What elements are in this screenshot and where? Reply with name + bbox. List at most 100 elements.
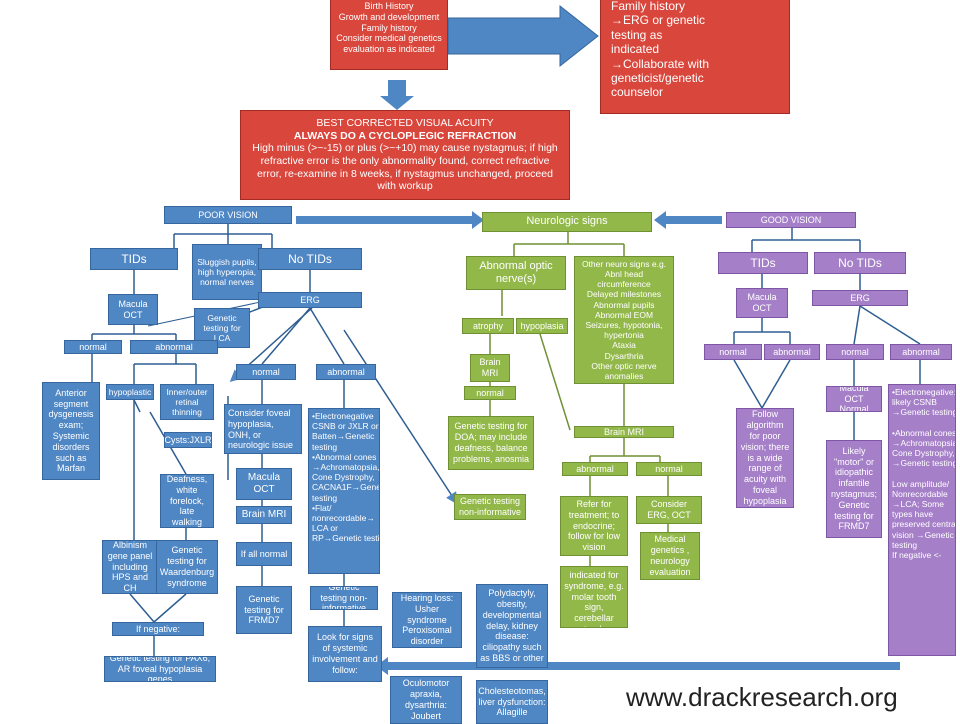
good-erg-normal-label: normal: [841, 346, 869, 357]
inner-outer-text: Inner/outer retinal thinning: [166, 386, 208, 418]
good-no-tids-box: No TIDs: [814, 252, 906, 274]
electronegative-box: •Electronegative CSNB or JXLR or Batten→…: [308, 408, 380, 574]
good-erg-label: ERG: [850, 292, 870, 303]
good-tids-label: TIDs: [750, 255, 776, 270]
cholesteotomas-box: Cholesteotomas, liver dysfunction: Allag…: [476, 680, 548, 724]
sluggish-pupils-box: Sluggish pupils, high hyperopia, normal …: [192, 244, 262, 300]
tids-box: TIDs: [90, 248, 178, 270]
hearing-loss-box: Hearing loss: Usher syndrome Peroxisomal…: [392, 592, 462, 648]
medical-genetics-box: Medical genetics , neurology evaluation: [640, 532, 700, 580]
albinism-text: Albinism gene panel including HPS and CH: [107, 540, 153, 594]
non-informative-box: Genetic testing non-informative: [310, 586, 378, 610]
website-url[interactable]: www.drackresearch.org: [626, 682, 898, 712]
neuro-brain-mri2-label: Brain MRI: [603, 426, 644, 437]
follow-algorithm-text: Follow algorithm for poor vision; there …: [740, 409, 790, 506]
if-all-normal-box: If all normal: [236, 542, 292, 566]
tids-label: TIDs: [121, 251, 147, 266]
brain-mri-label: Brain MRI: [241, 509, 287, 520]
poor-vision-box: POOR VISION: [164, 206, 292, 224]
erg-box: ERG: [258, 292, 362, 308]
good-oct-abnormal-label: abnormal: [773, 346, 811, 357]
refer-treatment-box: Refer for treatment; to endocrine; follo…: [560, 496, 628, 556]
deafness-text: Deafness, white forelock, late walking: [166, 474, 208, 528]
consider-foveal-box: Consider foveal hypoplasia, ONH, or neur…: [224, 404, 302, 454]
oculomotor-box: Oculomotor apraxia, dysarthria: Joubert: [390, 676, 462, 724]
bcva-box: BEST CORRECTED VISUAL ACUITY ALWAYS DO A…: [240, 110, 570, 200]
consider-erg-text: Consider ERG, OCT: [647, 499, 691, 520]
anterior-text: Anterior segment dysgenesis exam; System…: [48, 387, 94, 474]
mri-normal-label: normal: [655, 463, 683, 474]
erg-normal-label: normal: [252, 366, 280, 377]
family-history-arrow: [447, 4, 599, 68]
atrophy-box: atrophy: [462, 318, 514, 334]
neuro-brain-mri2-box: Brain MRI: [574, 426, 674, 438]
likely-motor-box: Likely "motor" or idiopathic infantile n…: [826, 440, 882, 538]
bcva-title: BEST CORRECTED VISUAL ACUITY: [316, 117, 494, 130]
cysts-label: Cysts:JXLR: [164, 434, 212, 445]
abnormal-optic-label: Abnormal optic nerve(s): [479, 259, 553, 285]
pax6-box: Genetic testing for PAX6, AR foveal hypo…: [104, 656, 216, 682]
cholesteotomas-text: Cholesteotomas, liver dysfunction: Allag…: [478, 685, 546, 718]
good-no-tids-label: No TIDs: [838, 255, 882, 270]
bcva-body: High minus (>~-15) or plus (>~+10) may c…: [252, 142, 558, 193]
macula-oct-box: Macula OCT: [108, 294, 158, 325]
neurologic-signs-box: Neurologic signs: [482, 212, 652, 232]
oct-normal-label: normal: [79, 341, 107, 352]
oct-normal-box: normal: [64, 340, 122, 354]
mri-normal-box: normal: [636, 462, 702, 476]
history-box: Birth History Growth and development Fam…: [330, 0, 448, 70]
macula-oct2-box: Macula OCT: [236, 468, 292, 500]
cysts-box: Cysts:JXLR: [164, 432, 212, 448]
good-oct-normal-box: normal: [704, 344, 762, 360]
family-history-text: Family history →ERG or genetic testing a…: [611, 0, 710, 100]
macula-oct2-label: Macula OCT: [247, 472, 281, 495]
consider-erg-box: Consider ERG, OCT: [636, 496, 702, 524]
sluggish-text: Sluggish pupils, high hyperopia, normal …: [197, 256, 257, 288]
if-all-normal-label: If all normal: [240, 548, 288, 559]
refer-treatment-text: Refer for treatment; to endocrine; follo…: [567, 499, 621, 553]
anterior-segment-box: Anterior segment dysgenesis exam; System…: [42, 382, 100, 480]
good-macula-normal-box: Macula OCT Normal: [826, 386, 882, 412]
poor-to-neuro-arrow: [296, 211, 484, 229]
neurologic-signs-label: Neurologic signs: [526, 215, 608, 228]
poor-vision-label: POOR VISION: [198, 209, 258, 220]
likely-motor-text: Likely "motor" or idiopathic infantile n…: [830, 445, 878, 532]
medical-genetics-text: Medical genetics , neurology evaluation: [649, 534, 691, 577]
neuro-normal-label: normal: [476, 387, 504, 398]
atrophy-label: atrophy: [472, 320, 504, 331]
good-vision-label: GOOD VISION: [760, 214, 822, 225]
abnormal-optic-box: Abnormal optic nerve(s): [466, 256, 566, 290]
other-neuro-signs-text: Other neuro signs e.g. Abnl head circumf…: [581, 258, 667, 381]
follow-algorithm-box: Follow algorithm for poor vision; there …: [736, 408, 794, 508]
consider-foveal-text: Consider foveal hypoplasia, ONH, or neur…: [228, 408, 294, 451]
erg-indicated-text: ERG if indicated for syndrome, e.g. mola…: [564, 567, 624, 627]
erg-label: ERG: [300, 294, 320, 305]
good-electroneg-box: •Electronegative: likely CSNB →Genetic t…: [888, 384, 956, 656]
albinism-box: Albinism gene panel including HPS and CH: [102, 540, 158, 594]
lca-text: Genetic testing for LCA: [203, 312, 241, 344]
erg-abnormal-label: abnormal: [327, 366, 365, 377]
deafness-box: Deafness, white forelock, late walking: [160, 474, 214, 528]
waardenburg-box: Genetic testing for Waardenburg syndrome: [156, 540, 218, 594]
frmd7-box: Genetic testing for FRMD7: [236, 586, 292, 634]
erg-indicated-box: ERG if indicated for syndrome, e.g. mola…: [560, 566, 628, 628]
good-erg-box: ERG: [812, 290, 908, 306]
hypoplastic-box: hypoplastic: [106, 384, 154, 400]
erg-normal-box: normal: [236, 364, 296, 380]
hypoplasia-label: hypoplasia: [520, 320, 564, 331]
good-erg-abnormal-label: abnormal: [902, 346, 940, 357]
no-tids-label: No TIDs: [288, 251, 332, 266]
frmd7-text: Genetic testing for FRMD7: [244, 593, 284, 626]
neuro-normal-box: normal: [464, 386, 516, 400]
oct-abnormal-label: abnormal: [155, 341, 193, 352]
good-electroneg-text: •Electronegative: likely CSNB →Genetic t…: [892, 387, 956, 560]
polydactyly-box: Polydactyly, obesity, developmental dela…: [476, 584, 548, 668]
doa-box: Genetic testing for DOA; may include dea…: [448, 416, 534, 470]
hypoplasia-box: hypoplasia: [516, 318, 568, 334]
mri-abnormal-box: abnormal: [562, 462, 628, 476]
good-to-neuro-arrow: [654, 211, 722, 229]
neuro-brain-mri-box: Brain MRI: [470, 354, 510, 382]
macula-oct-label: Macula OCT: [118, 298, 148, 320]
family-history-box: Family history →ERG or genetic testing a…: [600, 0, 790, 114]
